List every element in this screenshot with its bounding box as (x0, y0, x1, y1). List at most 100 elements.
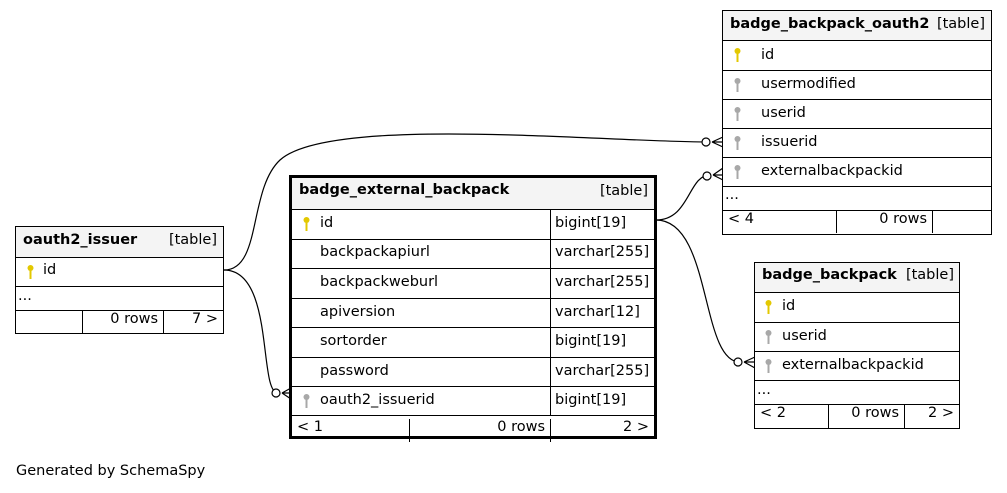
column-name: externalbackpackid (761, 163, 903, 179)
column-row[interactable]: oauth2_issuerid bigint[19] (292, 386, 654, 415)
column-row[interactable]: externalbackpackid (723, 157, 991, 186)
primary-key-icon (303, 217, 310, 231)
column-name: id (43, 262, 57, 278)
column-row[interactable]: usermodified (723, 70, 991, 99)
edge-marker-circle (733, 357, 743, 367)
column-name: usermodified (761, 76, 856, 92)
column-row[interactable]: sortorder bigint[19] (292, 327, 654, 357)
table-name: badge_external_backpack (299, 182, 510, 198)
ellipsis: ... (757, 382, 771, 398)
table-header: badge_backpack [table] (755, 263, 959, 292)
column-name: issuerid (761, 134, 818, 150)
table-badge-backpack[interactable]: badge_backpack [table] id userid externa… (754, 262, 960, 429)
edge-marker-crowfoot (712, 167, 724, 181)
foreign-key-icon (734, 107, 741, 121)
ellipsis: ... (725, 187, 739, 203)
table-footer: < 4 0 rows (723, 210, 991, 233)
parent-count[interactable]: < 1 (292, 419, 410, 442)
generator-caption: Generated by SchemaSpy (16, 463, 206, 479)
table-type-tag: [table] (936, 16, 985, 32)
table-badge-external-backpack[interactable]: badge_external_backpack [table] id bigin… (289, 175, 657, 442)
foreign-key-icon (734, 165, 741, 179)
foreign-key-icon (734, 78, 741, 92)
child-count[interactable]: 7 > (192, 311, 218, 327)
column-type: bigint[19] (550, 210, 654, 239)
column-type: varchar[12] (550, 299, 654, 327)
column-row[interactable]: userid (755, 322, 959, 351)
column-name: password (320, 363, 389, 379)
ellipsis: ... (18, 288, 32, 304)
table-oauth2-issuer[interactable]: oauth2_issuer [table] id ... 0 rows 7 > (15, 226, 224, 334)
column-row[interactable]: id bigint[19] (292, 209, 654, 239)
foreign-key-icon (765, 330, 772, 344)
column-name: backpackapiurl (320, 244, 430, 260)
primary-key-icon (765, 300, 772, 314)
foreign-key-icon (734, 136, 741, 150)
column-row[interactable]: backpackapiurl varchar[255] (292, 239, 654, 268)
parent-count[interactable]: < 2 (755, 405, 829, 428)
column-name: userid (761, 105, 806, 121)
column-row[interactable]: userid (723, 99, 991, 128)
edge-oauth2-issuerid (223, 133, 711, 271)
column-row[interactable]: password varchar[255] (292, 357, 654, 386)
table-type-tag: [table] (168, 232, 217, 248)
column-row[interactable]: id (755, 292, 959, 322)
table-name: badge_backpack (762, 267, 897, 283)
child-count[interactable]: 2 > (623, 419, 649, 435)
column-name: backpackweburl (320, 274, 439, 290)
column-row[interactable]: externalbackpackid (755, 351, 959, 380)
column-name: externalbackpackid (782, 357, 924, 373)
column-name: oauth2_issuerid (320, 392, 435, 408)
edge-marker-crowfoot (743, 356, 756, 369)
column-type: varchar[255] (550, 358, 654, 386)
column-name: id (782, 298, 796, 314)
child-count[interactable]: 2 > (928, 405, 954, 421)
column-type: bigint[19] (550, 328, 654, 357)
foreign-key-icon (303, 394, 310, 408)
row-count: 0 rows (410, 419, 551, 442)
column-row[interactable]: backpackweburl varchar[255] (292, 268, 654, 298)
column-name: apiversion (320, 304, 396, 320)
more-columns-row: ... (16, 286, 223, 310)
table-header: oauth2_issuer [table] (16, 227, 223, 257)
column-row[interactable]: apiversion varchar[12] (292, 298, 654, 327)
column-row[interactable]: issuerid (723, 128, 991, 157)
edge-marker-circle (271, 388, 281, 398)
row-count: 0 rows (83, 311, 164, 333)
parent-count[interactable] (16, 311, 83, 333)
edge-marker-circle (701, 137, 711, 147)
table-footer: 0 rows 7 > (16, 310, 223, 333)
column-name: sortorder (320, 333, 387, 349)
table-type-tag: [table] (905, 267, 954, 283)
column-name: id (320, 215, 334, 231)
column-name: id (761, 47, 775, 63)
row-count: 0 rows (829, 405, 905, 428)
row-count: 0 rows (837, 211, 933, 233)
column-type: varchar[255] (550, 269, 654, 298)
table-header: badge_backpack_oauth2 [table] (723, 11, 991, 40)
edge-oauth2-externalbackpackid (655, 174, 711, 221)
column-type: varchar[255] (550, 240, 654, 268)
more-columns-row: ... (723, 186, 991, 210)
table-name: badge_backpack_oauth2 (730, 16, 930, 32)
column-name: userid (782, 328, 827, 344)
table-badge-backpack-oauth2[interactable]: badge_backpack_oauth2 [table] id usermod… (722, 10, 992, 235)
table-footer: < 2 0 rows 2 > (755, 404, 959, 428)
more-columns-row: ... (755, 380, 959, 404)
table-type-tag: [table] (599, 183, 648, 199)
foreign-key-icon (765, 359, 772, 373)
table-name: oauth2_issuer (23, 232, 138, 248)
column-row[interactable]: id (723, 40, 991, 70)
table-header: badge_external_backpack [table] (292, 178, 654, 209)
primary-key-icon (27, 265, 34, 279)
edge-backpack-externalbackpackid (655, 219, 741, 363)
child-count[interactable] (933, 211, 991, 233)
column-type: bigint[19] (550, 387, 654, 415)
primary-key-icon (734, 48, 741, 62)
edge-marker-circle (702, 171, 712, 181)
column-row[interactable]: id (16, 257, 223, 286)
table-footer: < 1 0 rows 2 > (292, 415, 654, 442)
edge-marker-crowfoot (711, 136, 724, 148)
parent-count[interactable]: < 4 (723, 211, 837, 233)
edge-external-oauth2-issuerid (223, 269, 279, 394)
